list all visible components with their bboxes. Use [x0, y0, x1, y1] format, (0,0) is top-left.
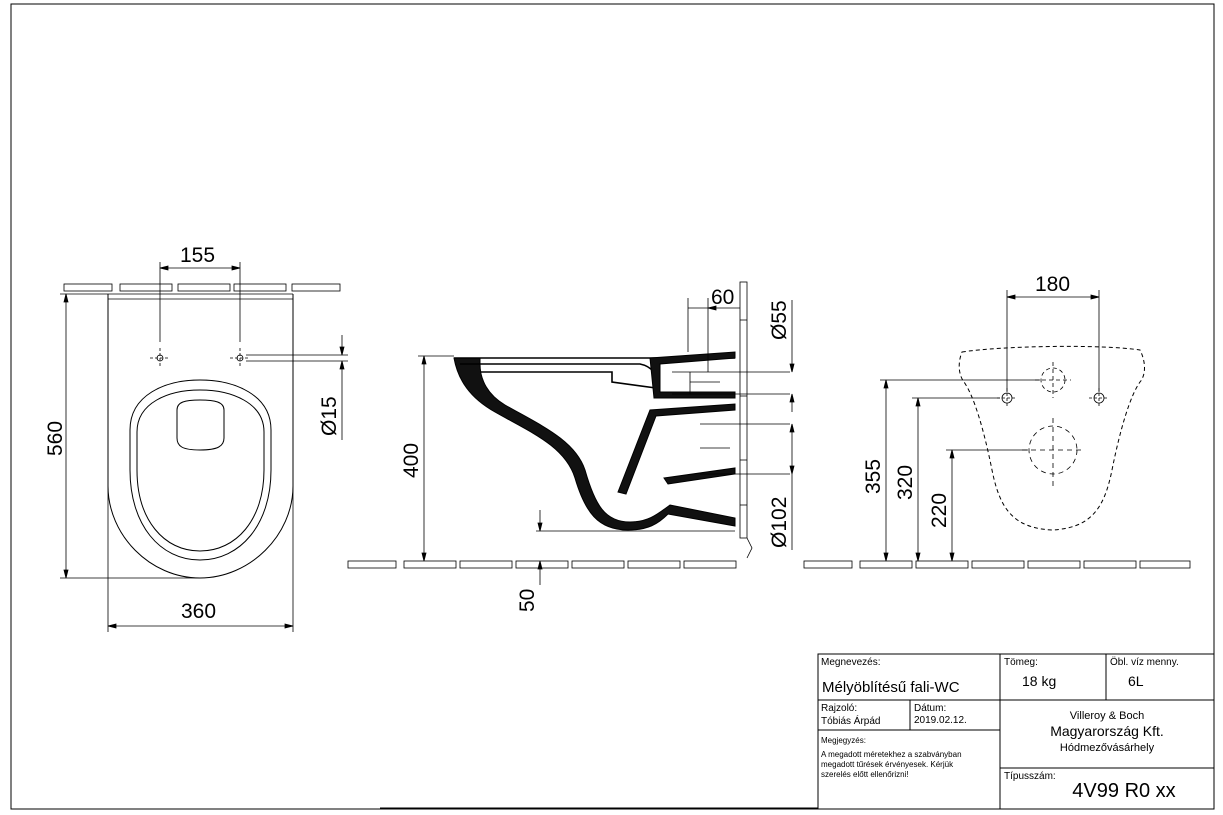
- bowl-rim: [454, 357, 735, 389]
- dim-355: [880, 379, 1040, 562]
- date-label: Dátum:: [914, 703, 946, 714]
- drawn-value: Tóbiás Árpád: [821, 714, 880, 727]
- company-line3: Hódmezővásárhely: [1060, 742, 1155, 754]
- inlet-pipe: [672, 371, 790, 475]
- dim-50: [536, 510, 735, 585]
- dim-400-label: 400: [400, 443, 423, 478]
- dim-560: [60, 293, 200, 579]
- dim-d55-label: Ø55: [768, 300, 791, 340]
- date-value: 2019.02.12.: [914, 715, 967, 726]
- bowl-shell: [453, 357, 736, 531]
- rear-outline: [958, 345, 1145, 531]
- weight-value: 18 kg: [1022, 673, 1056, 689]
- trap-channel: [617, 403, 736, 495]
- name-label: Megnevezés:: [821, 657, 880, 668]
- outlet-pipe: [663, 467, 736, 485]
- dim-180-label: 180: [1035, 273, 1070, 296]
- dim-d102: [789, 423, 795, 550]
- rear-holes: [997, 362, 1109, 490]
- dim-320-label: 320: [894, 465, 917, 500]
- side-view-floor: [347, 560, 737, 569]
- title-block: Megnevezés: Mélyöblítésű fali-WC Tömeg: …: [380, 653, 1215, 810]
- dim-50-label: 50: [516, 589, 539, 612]
- company-line1: Villeroy & Boch: [1070, 710, 1144, 722]
- rear-view: 180 355 320 220: [803, 273, 1191, 569]
- dim-d15-label: Ø15: [318, 396, 341, 436]
- dim-d102-label: Ø102: [768, 497, 791, 548]
- dim-355-label: 355: [862, 459, 885, 494]
- side-view: 60 Ø55 Ø102 400: [347, 281, 795, 612]
- note-line2: megadott tűrések érvényesek. Kérjük: [821, 760, 954, 769]
- top-view-wall: [63, 283, 341, 300]
- mounting-holes-top: [150, 348, 250, 368]
- dim-155-label: 155: [180, 244, 215, 267]
- dim-360-label: 360: [181, 600, 216, 623]
- dim-60-label: 60: [711, 286, 734, 309]
- seat-inner: [136, 389, 265, 552]
- note-line1: A megadott méretekhez a szabványban: [821, 750, 962, 759]
- dim-220: [946, 449, 1028, 562]
- dim-320: [912, 397, 1000, 562]
- dim-d15: [246, 335, 348, 440]
- dim-60: [687, 298, 740, 372]
- back-mount: [649, 351, 736, 399]
- bowl-outline: [107, 294, 294, 579]
- type-value: 4V99 R0 xx: [1072, 780, 1175, 802]
- sheet-border: [10, 3, 1215, 810]
- side-view-wall: [739, 281, 753, 559]
- note-label: Megjegyzés:: [821, 736, 866, 745]
- dim-400: [418, 355, 454, 562]
- dim-d55: [789, 300, 795, 412]
- type-label: Típusszám:: [1004, 771, 1056, 782]
- dim-220-label: 220: [928, 493, 951, 528]
- note-line3: szerelés előtt ellenőrizni!: [821, 770, 909, 779]
- seat-outer: [129, 379, 272, 561]
- flush-value: 6L: [1128, 673, 1144, 689]
- name-value: Mélyöblítésű fali-WC: [822, 679, 960, 696]
- drawn-label: Rajzoló:: [821, 703, 857, 714]
- flush-label: Öbl. víz menny.: [1110, 656, 1179, 668]
- dim-155: [159, 262, 241, 342]
- rear-view-floor: [803, 560, 1191, 569]
- weight-label: Tömeg:: [1004, 657, 1038, 668]
- dim-560-label: 560: [44, 421, 67, 456]
- dim-360: [107, 486, 294, 632]
- seat-hinge: [176, 399, 225, 451]
- company-line2: Magyarország Kft.: [1050, 723, 1164, 739]
- top-view: 155 Ø15 560 360: [44, 244, 348, 632]
- dim-180: [1006, 290, 1100, 392]
